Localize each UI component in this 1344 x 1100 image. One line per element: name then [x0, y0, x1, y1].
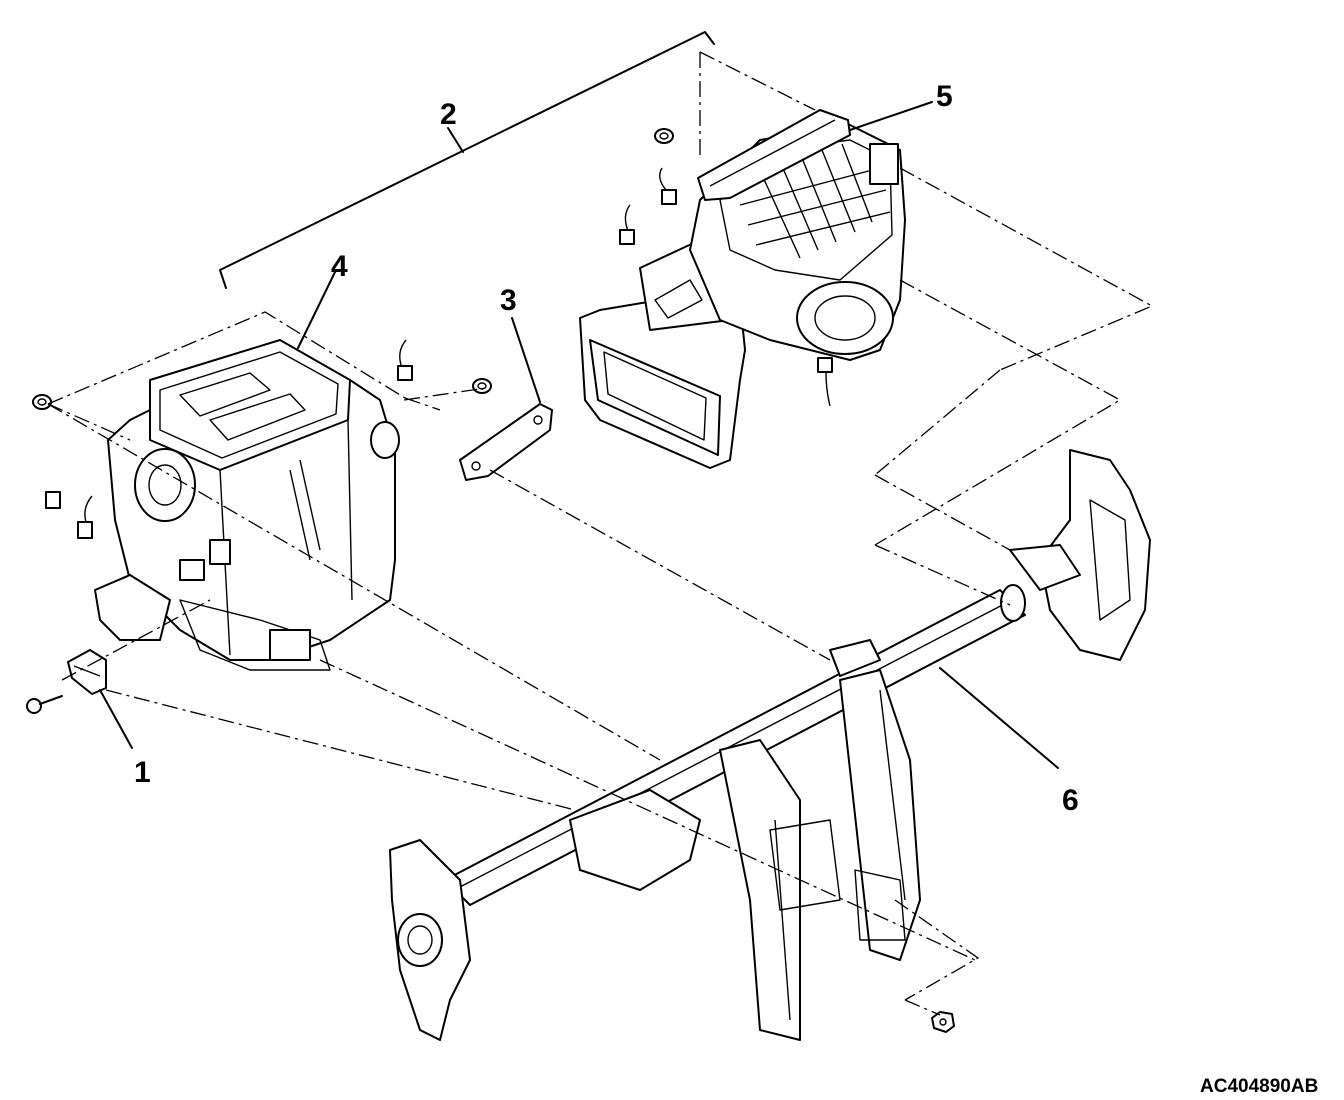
callout-6: 6	[1062, 784, 1079, 817]
steering-support-member	[389, 449, 1151, 1041]
alignment-lines	[47, 51, 1154, 1016]
callout-3: 3	[500, 284, 517, 317]
figure-code: AC404890AB	[1200, 1076, 1318, 1097]
callout-1: 1	[134, 756, 151, 789]
callout-2: 2	[440, 98, 457, 131]
heater-unit	[32, 339, 413, 671]
blower-assembly	[579, 109, 906, 469]
callout-5: 5	[936, 80, 953, 113]
clip-and-bolt	[26, 649, 107, 714]
group-bracket-2	[219, 31, 715, 289]
bracket	[459, 378, 553, 481]
leader-lines	[99, 101, 1059, 769]
callout-4: 4	[331, 250, 348, 283]
